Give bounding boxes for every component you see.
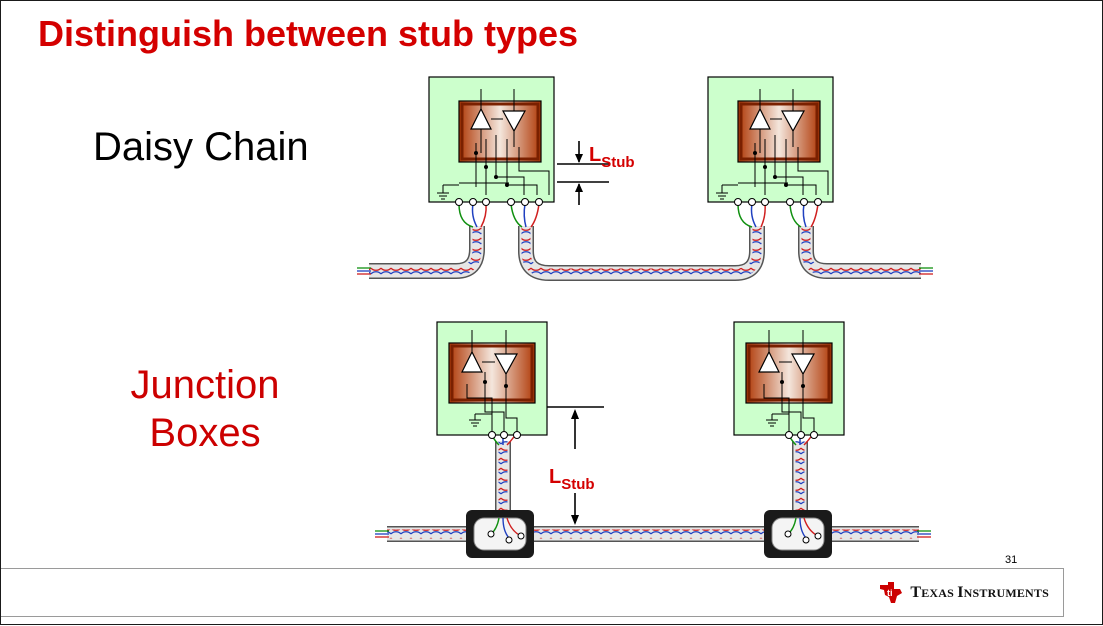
daisy-stub-dimension bbox=[557, 141, 609, 205]
junction-stub-dimension bbox=[547, 406, 604, 525]
junction-node-2 bbox=[732, 320, 846, 440]
page-number: 31 bbox=[1005, 554, 1018, 566]
junction-stub-label: LStub bbox=[549, 466, 595, 493]
daisy-node-2 bbox=[706, 75, 835, 207]
slide-title: Distinguish between stub types bbox=[38, 13, 579, 54]
texas-instruments-logo: ti TEXAS INSTRUMENTS bbox=[878, 581, 1049, 605]
footer-bar: ti TEXAS INSTRUMENTS bbox=[1, 568, 1064, 617]
junction-boxes-label: Junction Boxes bbox=[105, 361, 305, 457]
daisy-stub-label: LStub bbox=[589, 144, 635, 171]
daisy-chain-cable bbox=[357, 203, 933, 281]
daisy-node-1 bbox=[427, 75, 556, 207]
junction-box-2 bbox=[764, 510, 832, 558]
junction-node-1 bbox=[435, 320, 549, 440]
svg-text:ti: ti bbox=[887, 588, 893, 598]
ti-emblem-icon: ti bbox=[880, 582, 903, 603]
ti-wordmark: TEXAS INSTRUMENTS bbox=[910, 584, 1049, 601]
daisy-chain-label: Daisy Chain bbox=[93, 125, 309, 169]
junction-boxes-label-line1: Junction bbox=[130, 363, 280, 407]
junction-box-1 bbox=[466, 510, 534, 558]
junction-cable bbox=[375, 441, 931, 542]
junction-boxes-label-line2: Boxes bbox=[149, 411, 261, 455]
